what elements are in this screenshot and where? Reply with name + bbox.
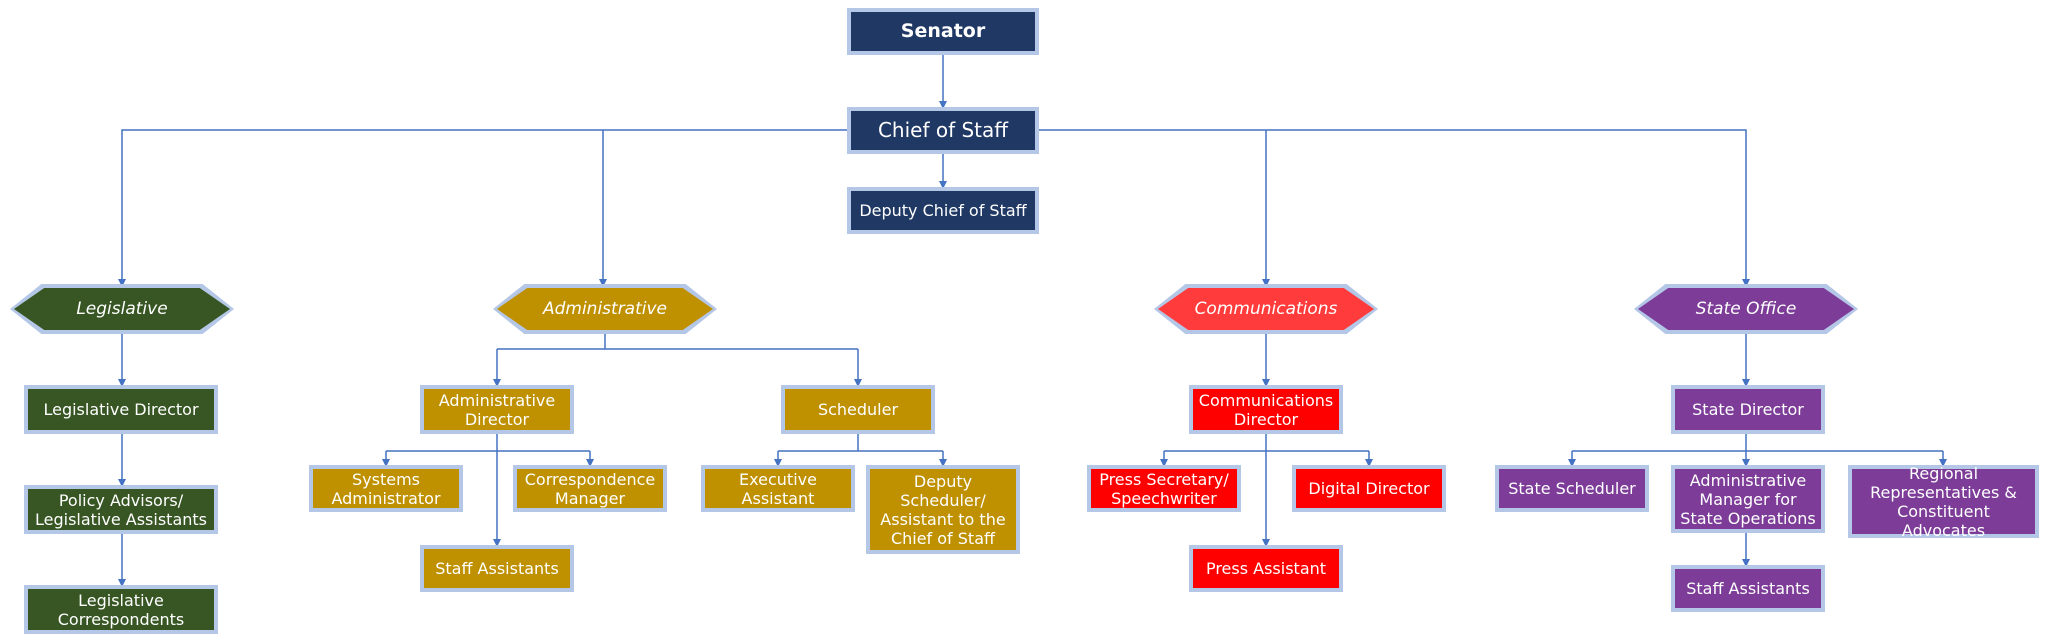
administrative-department-hexagon: Administrative xyxy=(493,284,717,334)
communications-department-hexagon: Communications xyxy=(1154,284,1378,334)
chief-of-staff-box: Chief of Staff xyxy=(847,107,1039,154)
administrative-director-box: Administrative Director xyxy=(420,385,574,434)
correspondence-manager-box: Correspondence Manager xyxy=(513,465,667,512)
legislative-correspondents-box: Legislative Correspondents xyxy=(24,585,218,634)
executive-assistant-box: Executive Assistant xyxy=(701,465,855,512)
regional-representatives-box: Regional Representatives & Constituent A… xyxy=(1848,464,2039,540)
deputy-chief-of-staff-box: Deputy Chief of Staff xyxy=(847,187,1039,234)
scheduler-box: Scheduler xyxy=(781,385,935,434)
state-scheduler-box: State Scheduler xyxy=(1495,465,1649,512)
communications-department-label: Communications xyxy=(1158,288,1374,330)
state-director-box: State Director xyxy=(1671,385,1825,434)
communications-director-box: Communications Director xyxy=(1189,385,1343,434)
administrative-department-label: Administrative xyxy=(497,288,713,330)
legislative-director-box: Legislative Director xyxy=(24,385,218,434)
press-secretary-box: Press Secretary/ Speechwriter xyxy=(1087,465,1241,512)
policy-advisors-box: Policy Advisors/ Legislative Assistants xyxy=(24,485,218,534)
press-assistant-box: Press Assistant xyxy=(1189,545,1343,592)
state-office-department-hexagon: State Office xyxy=(1634,284,1858,334)
digital-director-box: Digital Director xyxy=(1292,465,1446,512)
legislative-department-hexagon: Legislative xyxy=(10,284,234,334)
administrative-staff-assistants-box: Staff Assistants xyxy=(420,545,574,592)
senator-box: Senator xyxy=(847,8,1039,55)
legislative-department-label: Legislative xyxy=(14,288,230,330)
state-office-department-label: State Office xyxy=(1638,288,1854,330)
systems-administrator-box: Systems Administrator xyxy=(309,465,463,512)
deputy-scheduler-box: Deputy Scheduler/ Assistant to the Chief… xyxy=(866,465,1020,554)
administrative-manager-state-operations-box: Administrative Manager for State Operati… xyxy=(1671,465,1825,533)
state-staff-assistants-box: Staff Assistants xyxy=(1671,565,1825,612)
